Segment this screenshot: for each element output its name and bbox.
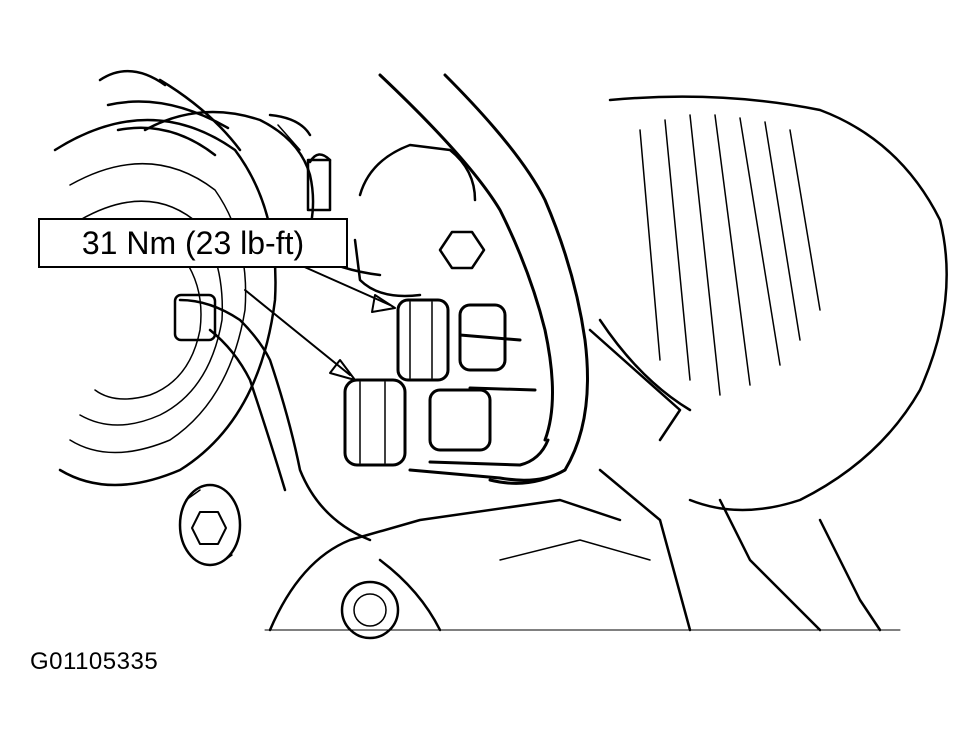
pump-housing	[588, 95, 948, 512]
upper-fitting-nut	[396, 298, 507, 382]
figure-id: G01105335	[30, 648, 159, 675]
mounting-bolt	[178, 483, 242, 567]
intake-tube	[143, 110, 332, 247]
lower-fitting-nut	[343, 378, 492, 467]
torque-spec-text: 31 Nm (23 lb-ft)	[81, 224, 305, 261]
pulley	[53, 69, 277, 487]
engine-block	[264, 468, 901, 640]
torque-spec-label: 31 Nm (23 lb-ft)	[38, 218, 348, 268]
pressure-tube	[378, 73, 589, 485]
return-hose	[173, 293, 372, 542]
callout-arrows	[244, 264, 396, 381]
